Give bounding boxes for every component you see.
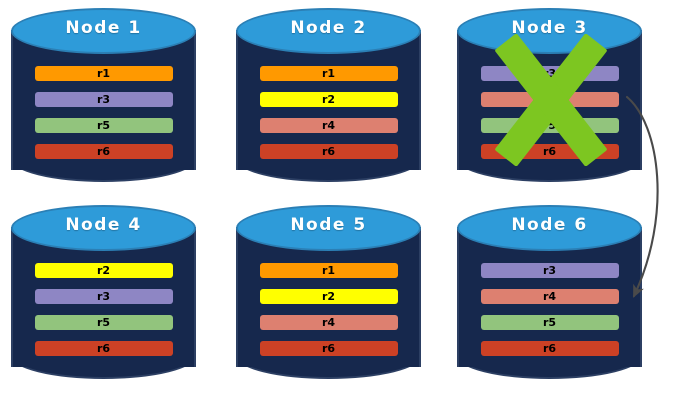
node-3-label: Node 3 xyxy=(511,18,588,38)
node-1-replica-list: r1 r3 r5 r6 xyxy=(11,66,196,159)
replica-bar[interactable]: r1 xyxy=(259,66,398,81)
node-5-replica-list: r1 r2 r4 r6 xyxy=(236,263,421,356)
node-4-replica-list: r2 r3 r5 r6 xyxy=(11,263,196,356)
replica-bar[interactable]: r3 xyxy=(480,66,619,81)
replica-bar[interactable]: r2 xyxy=(259,92,398,107)
replica-bar[interactable]: r4 xyxy=(480,92,619,107)
node-3-replica-list: r3 r4 r5 r6 xyxy=(457,66,642,159)
replica-bar[interactable]: r4 xyxy=(259,118,398,133)
replica-bar[interactable]: r6 xyxy=(480,341,619,356)
replica-bar[interactable]: r3 xyxy=(34,289,173,304)
replica-bar[interactable]: r6 xyxy=(259,144,398,159)
node-1[interactable]: Node 1 r1 r3 r5 r6 xyxy=(11,8,196,188)
replica-bar[interactable]: r6 xyxy=(34,144,173,159)
replica-bar[interactable]: r5 xyxy=(34,118,173,133)
replica-bar[interactable]: r4 xyxy=(480,289,619,304)
cylinder-top xyxy=(236,8,421,54)
replica-bar[interactable]: r1 xyxy=(259,263,398,278)
replica-bar[interactable]: r5 xyxy=(480,315,619,330)
replica-bar[interactable]: r2 xyxy=(34,263,173,278)
node-2-replica-list: r1 r2 r4 r6 xyxy=(236,66,421,159)
cylinder-top xyxy=(236,205,421,251)
replica-bar[interactable]: r5 xyxy=(34,315,173,330)
node-6-label: Node 6 xyxy=(511,215,588,235)
replica-bar[interactable]: r3 xyxy=(34,92,173,107)
node-4[interactable]: Node 4 r2 r3 r5 r6 xyxy=(11,205,196,385)
node-6[interactable]: Node 6 r3 r4 r5 r6 xyxy=(457,205,642,385)
node-5-label: Node 5 xyxy=(290,215,367,235)
node-4-label: Node 4 xyxy=(65,215,142,235)
cylinder-top xyxy=(457,205,642,251)
replica-bar[interactable]: r6 xyxy=(34,341,173,356)
cylinder-top xyxy=(11,8,196,54)
node-5[interactable]: Node 5 r1 r2 r4 r6 xyxy=(236,205,421,385)
replica-bar[interactable]: r6 xyxy=(480,144,619,159)
node-3[interactable]: Node 3 r3 r4 r5 r6 xyxy=(457,8,642,188)
node-6-replica-list: r3 r4 r5 r6 xyxy=(457,263,642,356)
replica-bar[interactable]: r5 xyxy=(480,118,619,133)
replica-bar[interactable]: r4 xyxy=(259,315,398,330)
replica-bar[interactable]: r6 xyxy=(259,341,398,356)
replica-bar[interactable]: r1 xyxy=(34,66,173,81)
replica-bar[interactable]: r2 xyxy=(259,289,398,304)
cylinder-top xyxy=(11,205,196,251)
node-2[interactable]: Node 2 r1 r2 r4 r6 xyxy=(236,8,421,188)
replica-bar[interactable]: r3 xyxy=(480,263,619,278)
node-1-label: Node 1 xyxy=(65,18,142,38)
node-2-label: Node 2 xyxy=(290,18,367,38)
